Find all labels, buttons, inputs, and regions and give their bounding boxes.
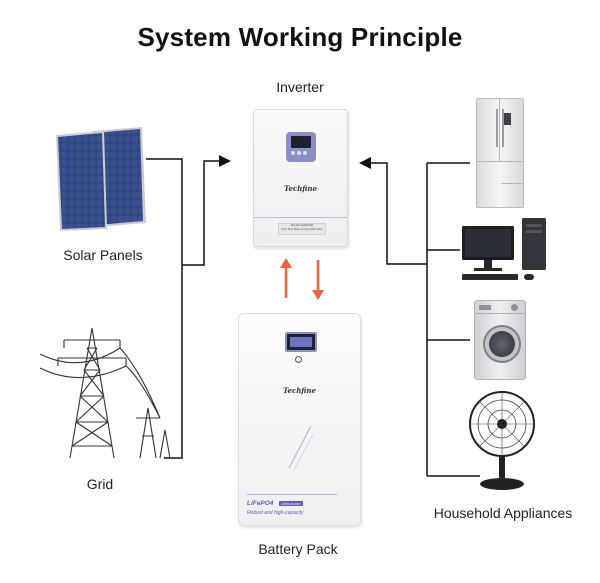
inverter-label: Inverter [276, 79, 324, 95]
computer-icon [462, 218, 546, 280]
inverter-display [286, 132, 316, 162]
feed-to-inverter-wire [182, 155, 231, 266]
appliances-label: Household Appliances [433, 505, 573, 521]
grid-label: Grid [86, 476, 114, 492]
grid-tower-icon [40, 327, 170, 459]
battery-brand: Techfine [283, 386, 316, 395]
battery-badge: Lithium-ion [279, 501, 303, 506]
appliance-feed-wire [359, 157, 427, 265]
refrigerator-icon [476, 98, 524, 208]
battery-display [285, 332, 317, 352]
fan-icon [469, 391, 535, 490]
inverter-plate-line2: Pure Sine Wave Inverter With Solar [281, 228, 323, 231]
solar-wire [146, 158, 183, 459]
page-title: System Working Principle [137, 22, 463, 52]
inverter-plate-line1: SOLAR INVERTER [290, 224, 314, 227]
washing-machine-icon [474, 300, 526, 380]
battery-tagline: Robust and high-capacity [247, 510, 304, 516]
solar-label: Solar Panels [63, 247, 143, 263]
battery-decor-lines [288, 425, 314, 471]
battery-pack: Techfine LiFePO4 Lithium-ion Robust and … [238, 313, 361, 526]
inverter-plate: SOLAR INVERTER Pure Sine Wave Inverter W… [278, 223, 326, 235]
inverter-unit: Techfine SOLAR INVERTER Pure Sine Wave I… [253, 109, 348, 247]
charge-discharge-arrows [280, 258, 324, 300]
solar-panels-icon [56, 127, 146, 231]
inverter-brand: Techfine [284, 184, 317, 193]
power-button-icon [295, 356, 302, 363]
battery-chem: LiFePO4 [247, 500, 274, 507]
battery-label: Battery Pack [258, 541, 338, 557]
